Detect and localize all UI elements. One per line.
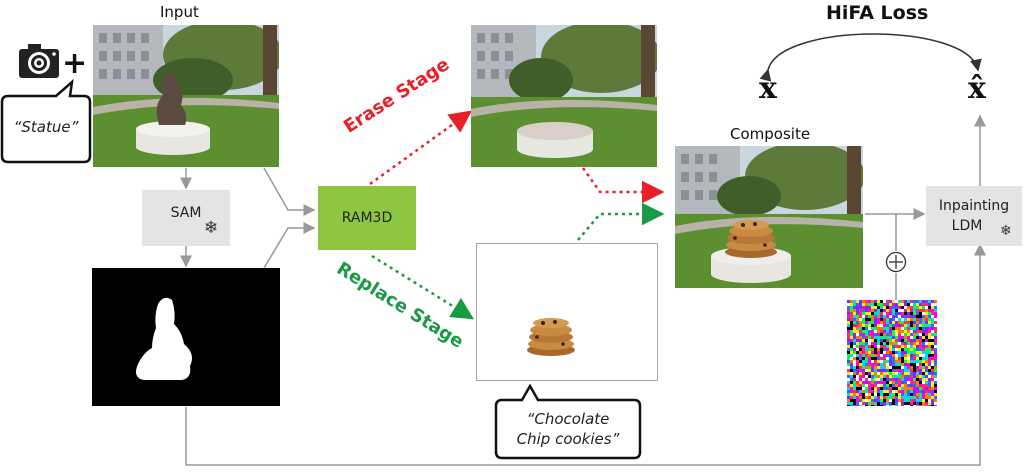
inpainting-ldm-box: Inpainting LDM	[926, 186, 1022, 246]
prompt-text-statue: “Statue”	[13, 118, 79, 136]
sam-box: SAM	[142, 190, 230, 246]
arrow-erase	[369, 110, 473, 186]
cookie-stack	[527, 318, 575, 356]
input-label: Input	[160, 3, 199, 21]
composite-photo	[675, 146, 863, 288]
hifa-loss-arc	[759, 33, 982, 82]
x-symbol: x	[759, 71, 777, 106]
prompt-text-cookies-line2: Chip cookies”	[516, 430, 620, 448]
frozen-snowflake-icon-ldm: ❄	[1000, 223, 1012, 239]
segmentation-mask	[92, 268, 280, 406]
x-hat-symbol: x̂	[968, 71, 986, 106]
noise-image	[847, 300, 937, 406]
arrow-replaced-to-composite	[577, 202, 665, 241]
camera-icon	[18, 44, 60, 84]
arrow-erased-to-composite	[581, 167, 665, 204]
sam-label: SAM	[170, 205, 202, 221]
frozen-snowflake-icon-sam: ❄	[204, 218, 219, 238]
ram3d-label: RAM3D	[341, 210, 393, 226]
prompt-bubble-statue: “Statue”	[0, 76, 95, 166]
composite-label: Composite	[730, 125, 811, 143]
prompt-bubble-cookies: “Chocolate Chip cookies”	[494, 384, 644, 462]
arrow-replace	[371, 254, 475, 320]
inpainting-label-line1: Inpainting	[938, 198, 1010, 214]
arrow-mask-loop	[185, 243, 986, 466]
inpainting-label-line2: LDM	[951, 218, 983, 234]
oplus-icon	[885, 251, 907, 277]
hifa-loss-title: HiFA Loss	[826, 2, 929, 24]
arrow-input-to-ram3d	[263, 167, 316, 216]
ram3d-box: RAM3D	[318, 186, 416, 250]
arrow-mask-to-ram3d	[263, 222, 316, 269]
replaced-object-panel	[476, 243, 658, 381]
prompt-text-cookies-line1: “Chocolate	[526, 410, 610, 428]
erased-photo	[471, 25, 657, 167]
plus-sign: +	[62, 46, 88, 81]
input-photo	[93, 25, 279, 167]
